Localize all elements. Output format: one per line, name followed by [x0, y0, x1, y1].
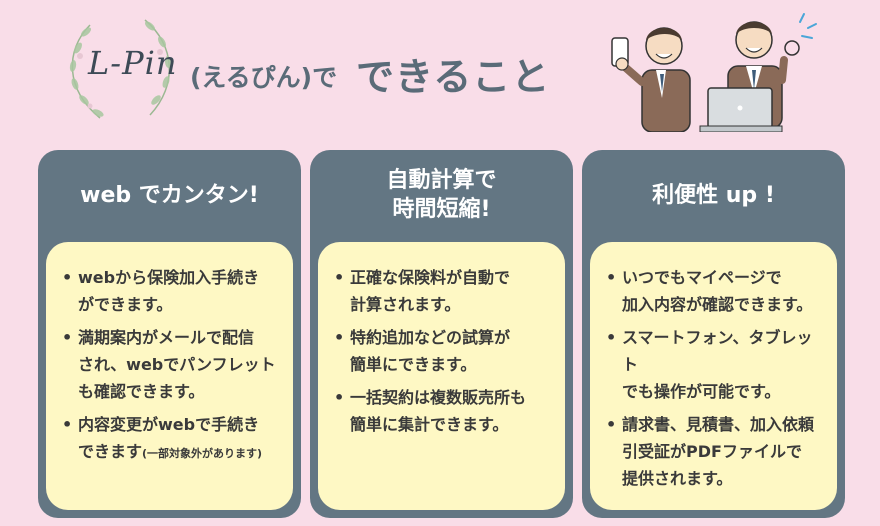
card-title-line: 時間短縮!	[392, 197, 491, 222]
card-title: 利便性 up !	[582, 150, 845, 242]
card-title: web でカンタン!	[38, 150, 301, 242]
brand-logo: L-Pin	[88, 44, 178, 82]
card-title: 自動計算で 時間短縮!	[310, 150, 573, 242]
card-title-line: web でカンタン!	[80, 182, 259, 208]
card-title-line: 自動計算で	[386, 168, 497, 194]
page-header: L-Pin (えるぴん)で できること	[0, 0, 880, 150]
note-text: (一部対象外があります)	[142, 447, 263, 460]
page-title: できること	[356, 55, 551, 99]
laurel-wreath-icon	[69, 19, 172, 119]
card-title-line: 利便性 up !	[652, 182, 775, 208]
businessmen-illustration	[611, 13, 817, 132]
businessman-laptop-ok-icon	[699, 13, 817, 132]
businessman-phone-icon	[611, 27, 691, 132]
brand-reading: (えるぴん)で	[190, 63, 338, 92]
